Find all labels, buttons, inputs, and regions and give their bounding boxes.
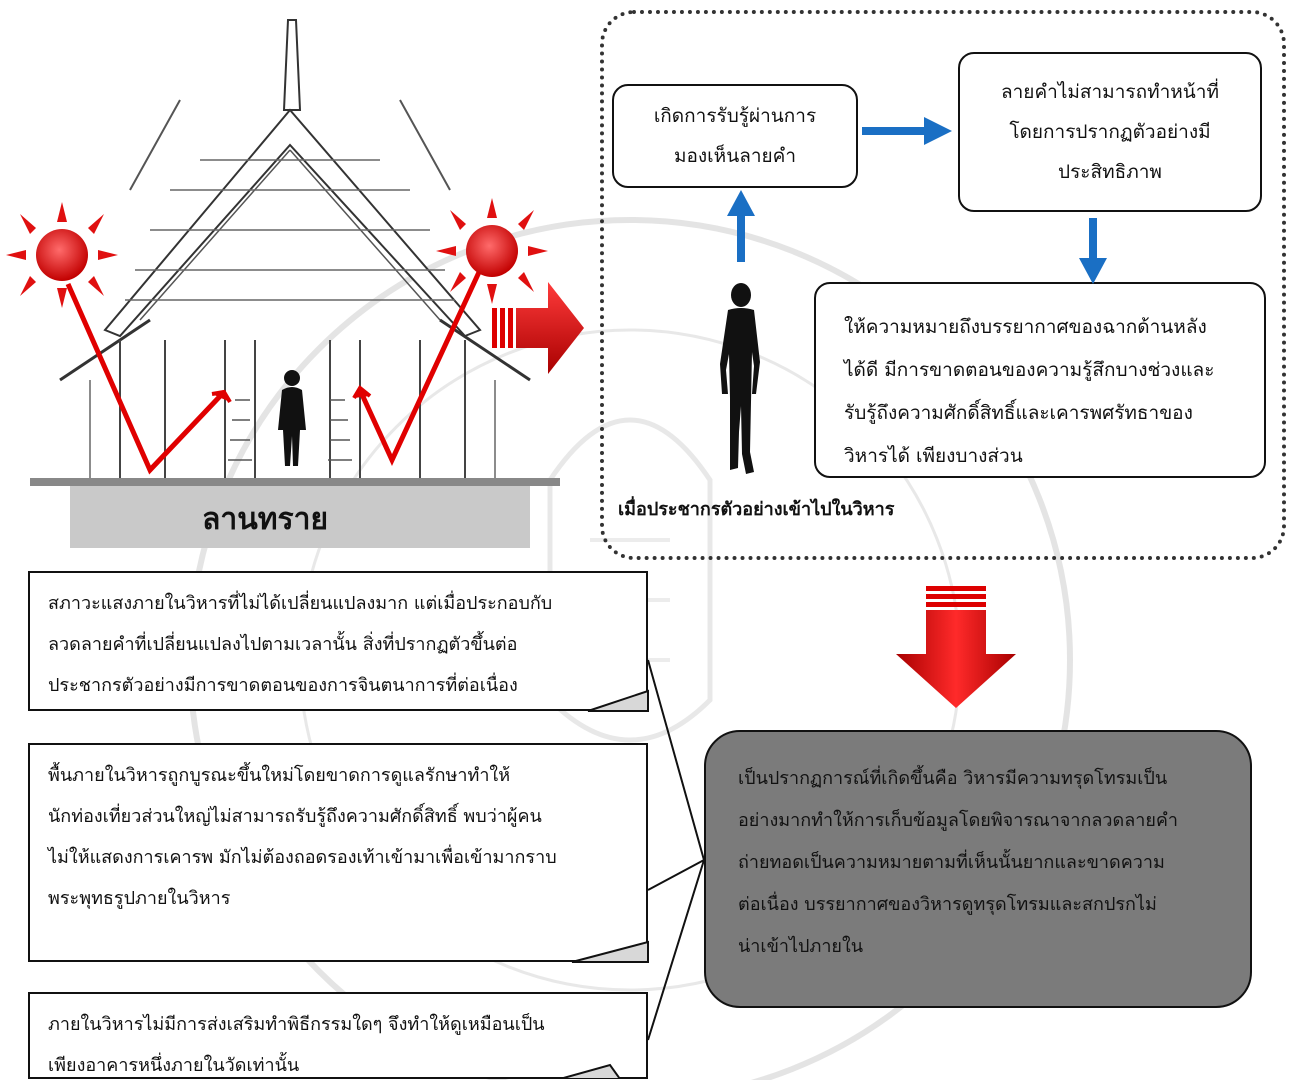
note-line: ประชากรตัวอย่างมีการขาดตอนของการจินตนากา… [48,675,518,696]
red-arrow-right-icon [492,282,584,374]
note-line: ไม่ให้แสดงการเคารพ มักไม่ต้องถอดรองเท้าเ… [48,847,557,868]
pattern-line: ประสิทธิภาพ [1058,161,1162,183]
person-silhouette-icon [720,283,760,474]
result-line: เป็นปรากฏการณ์ที่เกิดขึ้นคือ วิหารมีความ… [738,768,1168,789]
note-floor: พื้นภายในวิหารถูกบูรณะขึ้นใหม่โดยขาดการด… [28,743,648,962]
ground-label: ลานทราย [201,503,329,536]
pattern-line: โดยการปรากฏตัวอย่างมี [1009,121,1211,143]
meaning-box: ให้ความหมายถึงบรรยากาศของฉากด้านหลัง ได้… [814,282,1266,478]
result-line: อย่างมากทำให้การเก็บข้อมูลโดยพิจารณาจากล… [738,810,1179,831]
meaning-line: ได้ดี มีการขาดตอนของความรู้สึกบางช่วงและ [844,359,1215,381]
result-box: เป็นปรากฏการณ์ที่เกิดขึ้นคือ วิหารมีความ… [704,730,1252,1008]
pattern-box: ลายคำไม่สามารถทำหน้าที่ โดยการปรากฏตัวอย… [958,52,1262,212]
flow-arrow-down-icon [1079,218,1107,284]
flow-arrow-up-icon [727,190,755,262]
sun-icon [436,198,548,304]
note-line: สภาวะแสงภายในวิหารที่ไม่ได้เปลี่ยนแปลงมา… [48,593,553,614]
meaning-line: รับรู้ถึงความศักดิ์สิทธิ์และเคารพศรัทธาข… [844,402,1193,424]
note-line: เพียงอาคารหนึ่งภายในวัดเท่านั้น [48,1055,300,1076]
meaning-line: วิหารได้ เพียงบางส่วน [844,445,1023,467]
pattern-line: ลายคำไม่สามารถทำหน้าที่ [1001,81,1219,103]
result-line: ถ่ายทอดเป็นความหมายตามที่เห็นนั้นยากและข… [738,852,1165,873]
note-ritual: ภายในวิหารไม่มีการส่งเสริมทำพิธีกรรมใดๆ … [28,992,648,1079]
note-line: พื้นภายในวิหารถูกบูรณะขึ้นใหม่โดยขาดการด… [48,765,511,786]
note-connectors [559,659,705,1079]
note-line: พระพุทธรูปภายในวิหาร [48,888,231,909]
temple-illustration [30,19,560,548]
observation-panel [600,10,1286,560]
result-line: ต่อเนื่อง บรรยากาศของวิหารดูทรุดโทรมและส… [738,894,1157,915]
meaning-line: ให้ความหมายถึงบรรยากาศของฉากด้านหลัง [844,316,1207,338]
red-arrow-down-icon [896,586,1016,708]
perceive-line: เกิดการรับรู้ผ่านการ [653,105,817,127]
caption: เมื่อประชากรตัวอย่างเข้าไปในวิหาร [618,499,895,520]
note-line: นักท่องเที่ยวส่วนใหญ่ไม่สามารถรับรู้ถึงค… [48,806,542,827]
result-line: น่าเข้าไปภายใน [738,936,864,957]
note-lighting: สภาวะแสงภายในวิหารที่ไม่ได้เปลี่ยนแปลงมา… [28,571,648,711]
note-line: ลวดลายคำที่เปลี่ยนแปลงไปตามเวลานั้น สิ่ง… [48,634,518,655]
perceive-box: เกิดการรับรู้ผ่านการ มองเห็นลายคำ [612,84,858,188]
perceive-line: มองเห็นลายคำ [673,145,797,167]
note-line: ภายในวิหารไม่มีการส่งเสริมทำพิธีกรรมใดๆ … [48,1014,545,1035]
sun-icon [6,202,118,308]
flow-arrow-right-icon [862,117,952,145]
